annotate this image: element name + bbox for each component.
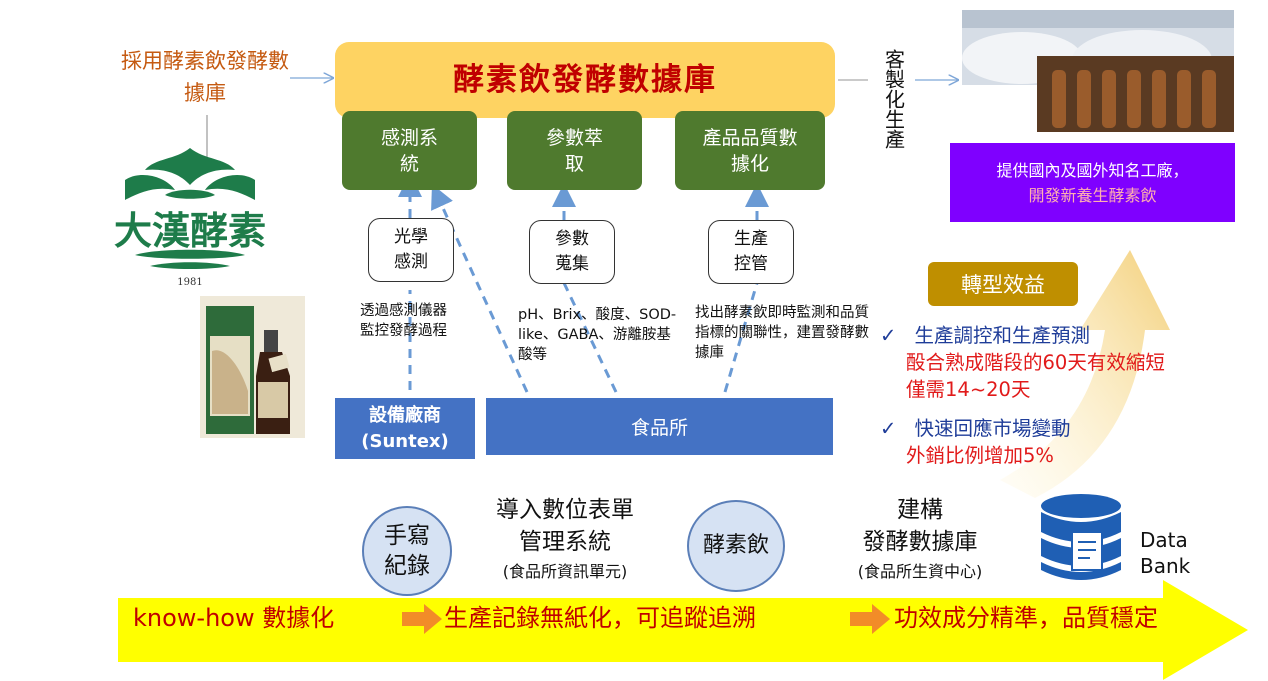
banner-text-1: know-how 數據化 <box>133 604 335 632</box>
node-label: 生產控管 <box>734 229 768 274</box>
brand-logo-icon: 大漢酵素 1981 <box>114 148 266 288</box>
benefit-title: 快速回應市場變動 <box>914 417 1071 440</box>
circle-handwritten-records: 手寫紀錄 <box>362 506 452 596</box>
logo-year-text: 1981 <box>177 277 202 288</box>
logo-brand-text: 大漢酵素 <box>114 209 266 253</box>
step-digital-forms: 導入數位表單 管理系統 (食品所資訊單元) <box>470 494 660 582</box>
benefit-item-1: ✓ 生產調控和生產預測 酘合熟成階段的60天有效縮短 僅需14~20天 <box>880 322 1250 403</box>
equipment-vendor-name: (Suntex) <box>361 430 449 452</box>
banner-text-2: 生產記錄無紙化，可追蹤追溯 <box>444 604 756 632</box>
node-label: 光學感測 <box>394 227 428 272</box>
node-label: 參數蒐集 <box>555 229 589 274</box>
circle-label: 手寫紀錄 <box>384 523 430 579</box>
benefit-badge: 轉型效益 <box>928 262 1078 306</box>
step-build-database: 建構 發酵數據庫 (食品所生資中心) <box>825 494 1015 582</box>
step-title: 導入數位表單 <box>496 497 634 523</box>
step-title: 建構 <box>897 497 943 523</box>
databank-label: Data Bank <box>1140 527 1190 579</box>
factory-photo-image <box>962 10 1234 132</box>
flow-institute-param <box>562 282 618 393</box>
circle-enzyme-drink: 酵素飲 <box>687 500 785 592</box>
food-institute-box: 食品所 <box>486 398 833 455</box>
checkmark-icon: ✓ <box>880 324 897 347</box>
module-parameter-extraction: 參數萃取 <box>507 111 642 190</box>
flow-institute-prod <box>723 282 759 393</box>
database-icon <box>1041 494 1121 580</box>
vendor-line-2: 開發新養生酵素飲 <box>1028 185 1157 205</box>
orange-arrow-icon <box>850 604 890 634</box>
benefit-detail: 酘合熟成階段的60天有效縮短 <box>906 351 1165 374</box>
banner-text-3: 功效成分精準，品質穩定 <box>894 604 1158 632</box>
bottom-banner-arrow <box>118 580 1248 680</box>
module-label: 產品品質數據化 <box>702 126 798 175</box>
intro-text: 採用酵素飲發酵數據庫 <box>121 49 289 105</box>
note-sensing: 透過感測儀器監控發酵過程 <box>360 303 447 339</box>
node-optical-sensing: 光學感測 <box>368 218 454 282</box>
step-title: 管理系統 <box>519 529 611 555</box>
note-parameters: pH、Brix、酸度、SOD-like、GABA、游離胺基酸等 <box>518 307 677 363</box>
step-subtitle: (食品所生資中心) <box>857 562 983 581</box>
vendor-service-box: 提供國內及國外知名工廠， 開發新養生酵素飲 <box>950 143 1235 222</box>
database-title-banner: 酵素飲發酵數據庫 <box>335 42 835 118</box>
module-label: 參數萃取 <box>545 126 603 175</box>
benefit-detail: 僅需14~20天 <box>906 378 1031 401</box>
growth-arrow-shape <box>1000 250 1170 498</box>
product-bottle-image <box>200 296 305 438</box>
node-parameter-collection: 參數蒐集 <box>529 220 615 284</box>
benefit-title: 生產調控和生產預測 <box>914 324 1091 347</box>
module-quality-digitization: 產品品質數據化 <box>675 111 825 190</box>
vendor-line-1: 提供國內及國外知名工廠， <box>996 160 1189 180</box>
databank-word-1: Data <box>1140 528 1188 552</box>
equipment-vendor-label: 設備廠商 <box>369 404 441 426</box>
benefit-item-2: ✓ 快速回應市場變動 外銷比例增加5% <box>880 415 1250 469</box>
databank-word-2: Bank <box>1140 554 1191 578</box>
module-label: 感測系統 <box>380 126 438 175</box>
benefit-detail: 外銷比例增加5% <box>906 444 1054 467</box>
step-title: 發酵數據庫 <box>862 529 978 555</box>
custom-production-text: 客製化生產 <box>881 49 906 149</box>
node-production-control: 生產控管 <box>708 220 794 284</box>
equipment-vendor-box: 設備廠商 (Suntex) <box>335 398 475 459</box>
module-sensor-system: 感測系統 <box>342 111 477 190</box>
checkmark-icon: ✓ <box>880 417 897 440</box>
step-subtitle: (食品所資訊單元) <box>502 562 628 581</box>
note-quality: 找出酵素飲即時監測和品質指標的關聯性，建置發酵數據庫 <box>695 305 869 361</box>
orange-arrow-icon <box>402 604 442 634</box>
